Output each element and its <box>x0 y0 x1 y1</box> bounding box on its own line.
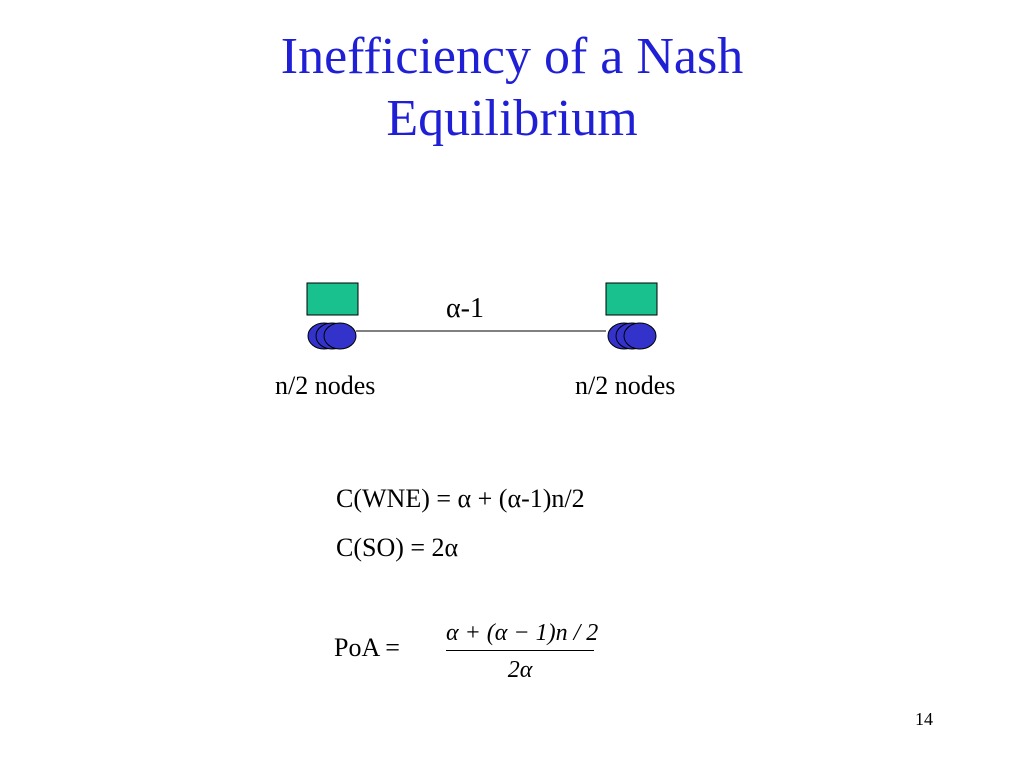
right-box <box>605 282 658 316</box>
fraction-bar <box>446 650 594 651</box>
poa-label: PoA = <box>334 633 400 662</box>
poa-denominator: 2α <box>507 657 533 683</box>
title-line-1: Inefficiency of a Nash <box>280 28 744 85</box>
poa-fraction: α + (α − 1)n / 2 2α <box>446 616 599 689</box>
slide-title: Inefficiency of a Nash Equilibrium <box>0 26 1024 150</box>
cost-wne-equation: C(WNE) = α + (α-1)n/2 <box>336 484 585 513</box>
poa-numerator: α + (α − 1)n / 2 <box>446 620 599 646</box>
left-group-label: n/2 nodes <box>275 371 376 400</box>
right-group-label: n/2 nodes <box>575 371 676 400</box>
cost-so-equation: C(SO) = 2α <box>336 533 459 562</box>
left-node-3 <box>323 322 357 350</box>
right-node-3 <box>623 322 657 350</box>
left-box <box>306 282 359 316</box>
edge-weight-label: α-1 <box>446 293 484 324</box>
title-line-2: Equilibrium <box>386 90 638 147</box>
page-number: 14 <box>915 709 933 729</box>
